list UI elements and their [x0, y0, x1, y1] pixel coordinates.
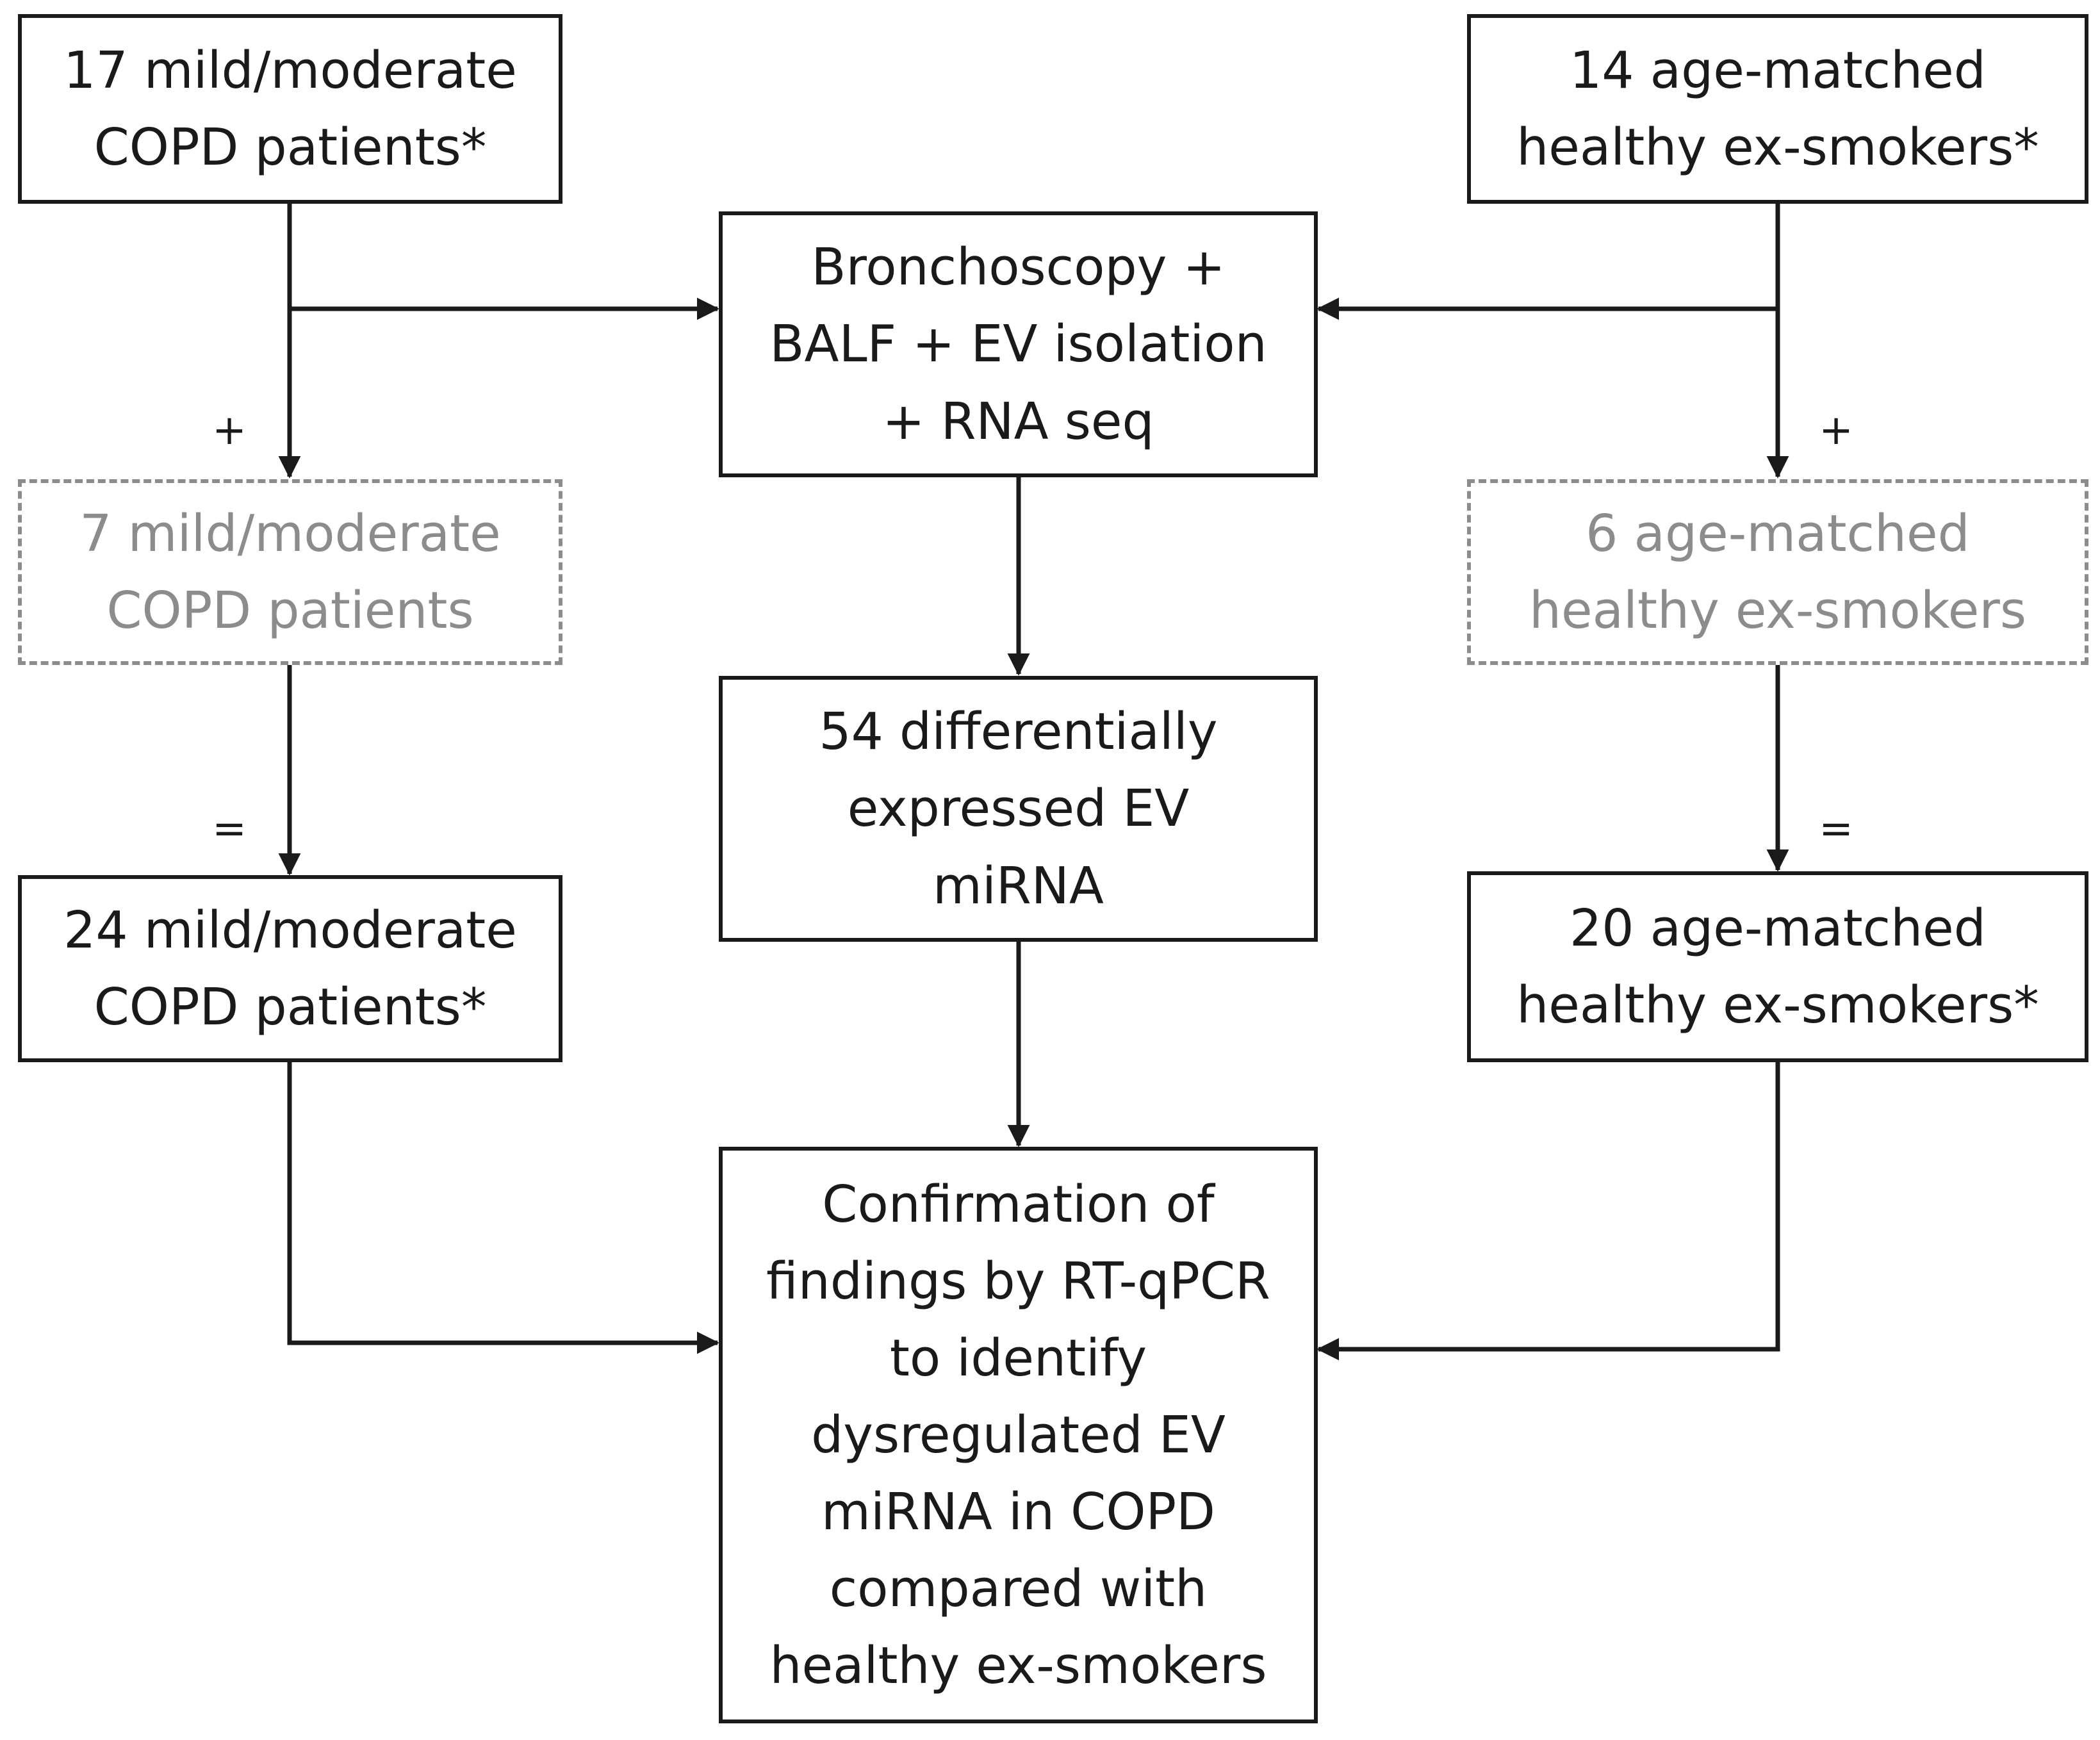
arrow-healthy20-to-confirmation	[1317, 1061, 1780, 1361]
equals-sign-right: =	[1819, 805, 1853, 853]
node-copd-24: 24 mild/moderate COPD patients*	[18, 875, 562, 1062]
node-copd-17-label: 17 mild/moderate COPD patients*	[63, 40, 517, 177]
node-confirmation: Confirmation of findings by RT-qPCR to i…	[719, 1147, 1318, 1723]
node-bronchoscopy-label: Bronchoscopy + BALF + EV isolation + RNA…	[769, 238, 1267, 451]
equals-sign-left: =	[212, 805, 247, 853]
node-healthy-20-label: 20 age-matched healthy ex-smokers*	[1516, 898, 2039, 1035]
node-differential-label: 54 differentially expressed EV miRNA	[819, 702, 1218, 915]
plus-sign-left: +	[212, 407, 247, 454]
node-confirmation-label: Confirmation of findings by RT-qPCR to i…	[766, 1174, 1270, 1696]
node-copd-7: 7 mild/moderate COPD patients	[18, 479, 562, 665]
plus-sign-right: +	[1819, 407, 1853, 454]
node-healthy-14: 14 age-matched healthy ex-smokers*	[1467, 14, 2088, 204]
node-healthy-6: 6 age-matched healthy ex-smokers	[1467, 479, 2088, 665]
node-copd-24-label: 24 mild/moderate COPD patients*	[63, 900, 517, 1037]
node-healthy-6-label: 6 age-matched healthy ex-smokers	[1529, 504, 2027, 640]
node-copd-17: 17 mild/moderate COPD patients*	[18, 14, 562, 204]
node-healthy-20: 20 age-matched healthy ex-smokers*	[1467, 871, 2088, 1062]
node-healthy-14-label: 14 age-matched healthy ex-smokers*	[1516, 40, 2039, 177]
node-copd-7-label: 7 mild/moderate COPD patients	[79, 504, 501, 640]
node-bronchoscopy: Bronchoscopy + BALF + EV isolation + RNA…	[719, 211, 1318, 477]
node-differential: 54 differentially expressed EV miRNA	[719, 676, 1318, 942]
arrow-copd24-to-confirmation	[287, 1061, 719, 1354]
